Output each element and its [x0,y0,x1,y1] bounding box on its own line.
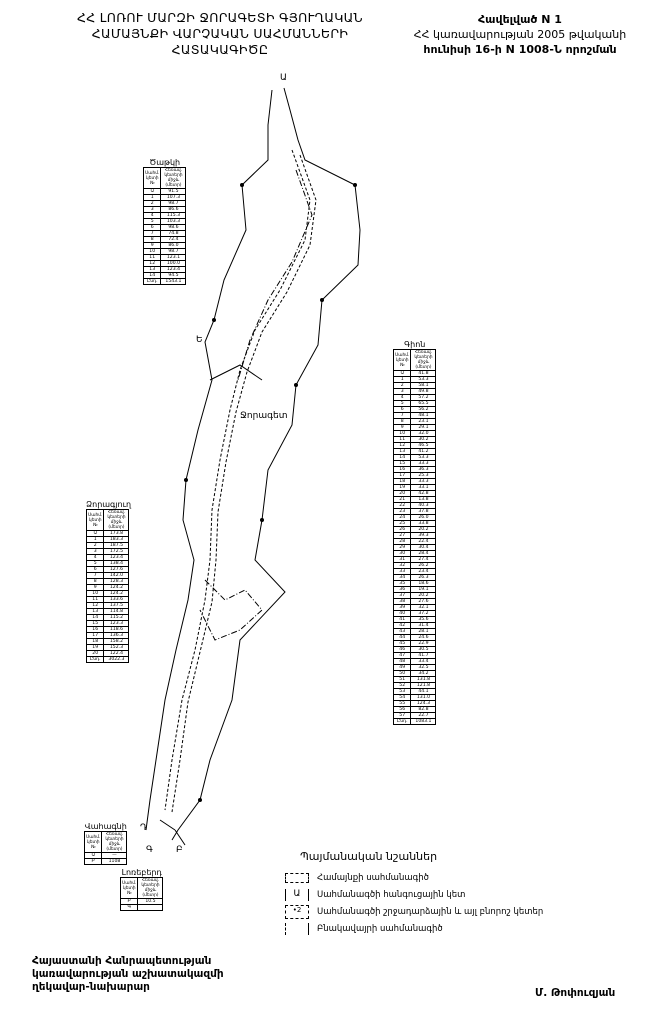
column-header-distance: Հեռավ. կետերի միջև (մետր) [137,877,164,899]
spur-line [209,364,263,381]
annex-line: ՀՀ կառավարության 2005 թվականի [413,28,627,41]
table-row: Ընդ.3022.3 [85,656,130,663]
settlement-boundary [199,579,263,641]
table-title: Գիոն [404,340,426,349]
legend-label: Սահմանագծի շրջադարձային և այլ բնորոշ կետ… [317,906,544,917]
point-cell: Գ [119,904,139,911]
signatory-title: Հայաստանի Հանրապետության կառավարության ա… [32,955,224,994]
signatory-line: կառավարության աշխատակազմի [32,968,224,980]
spur-line [174,829,186,846]
title-line: ՀԱՏԱԿԱԳԻԾԸ [171,42,269,57]
legend-title: Պայմանական նշաններ [300,850,438,863]
table-row: Գ [119,904,164,911]
table-row: Ընդ.1083.1 [392,718,437,725]
column-header-point: Սահմ. կետի № [83,831,103,853]
column-header-point: Սահմ. կետի № [119,877,139,899]
legend: Պայմանական նշաններ Համայնքի սահմանագիծ Ա… [285,850,543,937]
distance-cell: 1083.1 [410,718,437,725]
annex-line: Հավելված N 1 [478,13,562,26]
title-line: ՀՀ ԼՈՌՈՒ ՄԱՐԶԻ ՋՈՐԱԳԵՏԻ ԳՅՈՒՂԱԿԱՆ [77,10,363,25]
column-header-point: Սահմ. կետի № [142,167,162,189]
distance-cell: 3022.3 [103,656,130,663]
column-header-distance: Հեռավ. կետերի միջև (մետր) [103,509,130,531]
column-header-distance: Հեռավ. կետերի միջև (մետր) [410,349,437,371]
table-title: Լոռեբերդ [121,868,162,877]
river-line [171,154,317,813]
point-cell: Բ [83,858,103,865]
column-header-point: Սահմ. կետի № [85,509,105,531]
signatory-line: Հայաստանի Հանրապետության [32,955,212,967]
settlement-boundary [237,169,313,381]
legend-label: Համայնքի սահմանագիծ [317,872,429,883]
point-label-d: Դ [140,823,147,833]
point-cell: Ընդ. [392,718,412,725]
settlement-label: Ջորագետ [240,411,287,421]
point-label-e: Ե [196,335,203,345]
annex-note: Հավելված N 1 ՀՀ կառավարության 2005 թվակա… [405,12,635,57]
legend-label: Բնակավայրի սահմանագիծ [317,923,443,934]
settlement-line-icon [285,922,309,935]
column-header-distance: Հեռավ. կետերի միջև (մետր) [101,831,128,853]
signatory-line: ղեկավար-նախարար [32,981,150,993]
annex-line: հունիսի 16-ի N 1008-Ն որոշման [423,43,617,56]
point-cell: Ընդ. [85,656,105,663]
signatory-name: Մ. Թոփուզյան [535,987,616,999]
legend-item: Բնակավայրի սահմանագիծ [285,920,543,937]
legend-item: •2 Սահմանագծի շրջադարձային և այլ բնորոշ … [285,903,543,920]
legend-item: Համայնքի սահմանագիծ [285,869,543,886]
community-boundary [171,87,361,841]
turning-point-icon: •2 [285,904,309,919]
title-line: ՀԱՄԱՅՆՔԻ ՎԱՐՉԱԿԱՆ ՍԱՀՄԱՆՆԵՐԻ [91,26,349,41]
spur-line [159,819,176,831]
table-title: Ձորագյուղ [86,500,132,509]
table-title: Ծաթկի [149,158,181,167]
legend-item: Ա Սահմանագծի հանգուցային կետ [285,886,543,903]
document-title: ՀՀ ԼՈՌՈՒ ՄԱՐԶԻ ՋՈՐԱԳԵՏԻ ԳՅՈՒՂԱԿԱՆ ՀԱՄԱՅՆ… [70,10,370,58]
river-line [164,149,311,811]
column-header-point: Սահմ. կետի № [392,349,412,371]
distance-cell: 1543.1 [160,278,187,285]
column-header-distance: Հեռավ. կետերի միջև (մետր) [160,167,187,189]
legend-label: Սահմանագծի հանգուցային կետ [317,889,466,900]
point-label-a: Ա [280,73,287,83]
point-label-b: Բ [176,845,183,855]
distance-cell: 1108 [101,858,128,865]
node-point-icon: Ա [285,888,309,901]
distance-cell [137,904,164,911]
point-label-g: Գ [146,845,153,855]
table-title: Վահագնի [84,822,127,831]
table-row: Ընդ.1543.1 [142,278,187,285]
dashed-box-icon [285,872,309,883]
point-cell: Ընդ. [142,278,162,285]
